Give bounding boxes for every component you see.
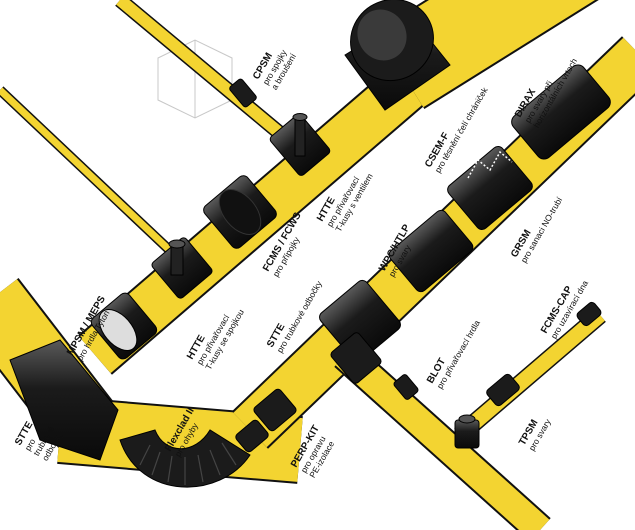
- csem-f-sleeve: [344, 0, 451, 111]
- cpsm-sleeve: [229, 78, 257, 108]
- mpsm-meps-sleeve: [90, 292, 158, 360]
- label-htte-coupling: HTTE pro přivařovací T-kusy se spojkou: [185, 307, 246, 371]
- label-blot: BLOT pro přivařovací hrdla: [425, 318, 483, 390]
- grsm-sleeve: [447, 146, 533, 230]
- tpsm-sleeve: [454, 373, 520, 449]
- sleeves: [9, 0, 611, 488]
- stte-corner-sleeve: [9, 339, 119, 461]
- flexclad-bend-sleeve: [119, 429, 251, 488]
- stte-middle-sleeve: [319, 279, 401, 384]
- htte-coupling-sleeve: [151, 237, 213, 299]
- htte-valve-sleeve: [269, 113, 331, 176]
- fcms-cap-sleeve: [576, 301, 602, 327]
- dirax-sleeve: [511, 64, 611, 160]
- blot-sleeve: [393, 374, 419, 400]
- wpc-htlp-sleeve: [388, 209, 474, 293]
- label-tpsm: TPSM pro svary: [517, 417, 553, 453]
- svg-text:pro přivařovací hrdla: pro přivařovací hrdla: [435, 318, 483, 390]
- perp-kit-sleeve: [235, 388, 297, 453]
- fcms-fcws-sleeve: [203, 175, 277, 249]
- label-cpsm: CPSM pro spojky a broušení: [251, 47, 298, 91]
